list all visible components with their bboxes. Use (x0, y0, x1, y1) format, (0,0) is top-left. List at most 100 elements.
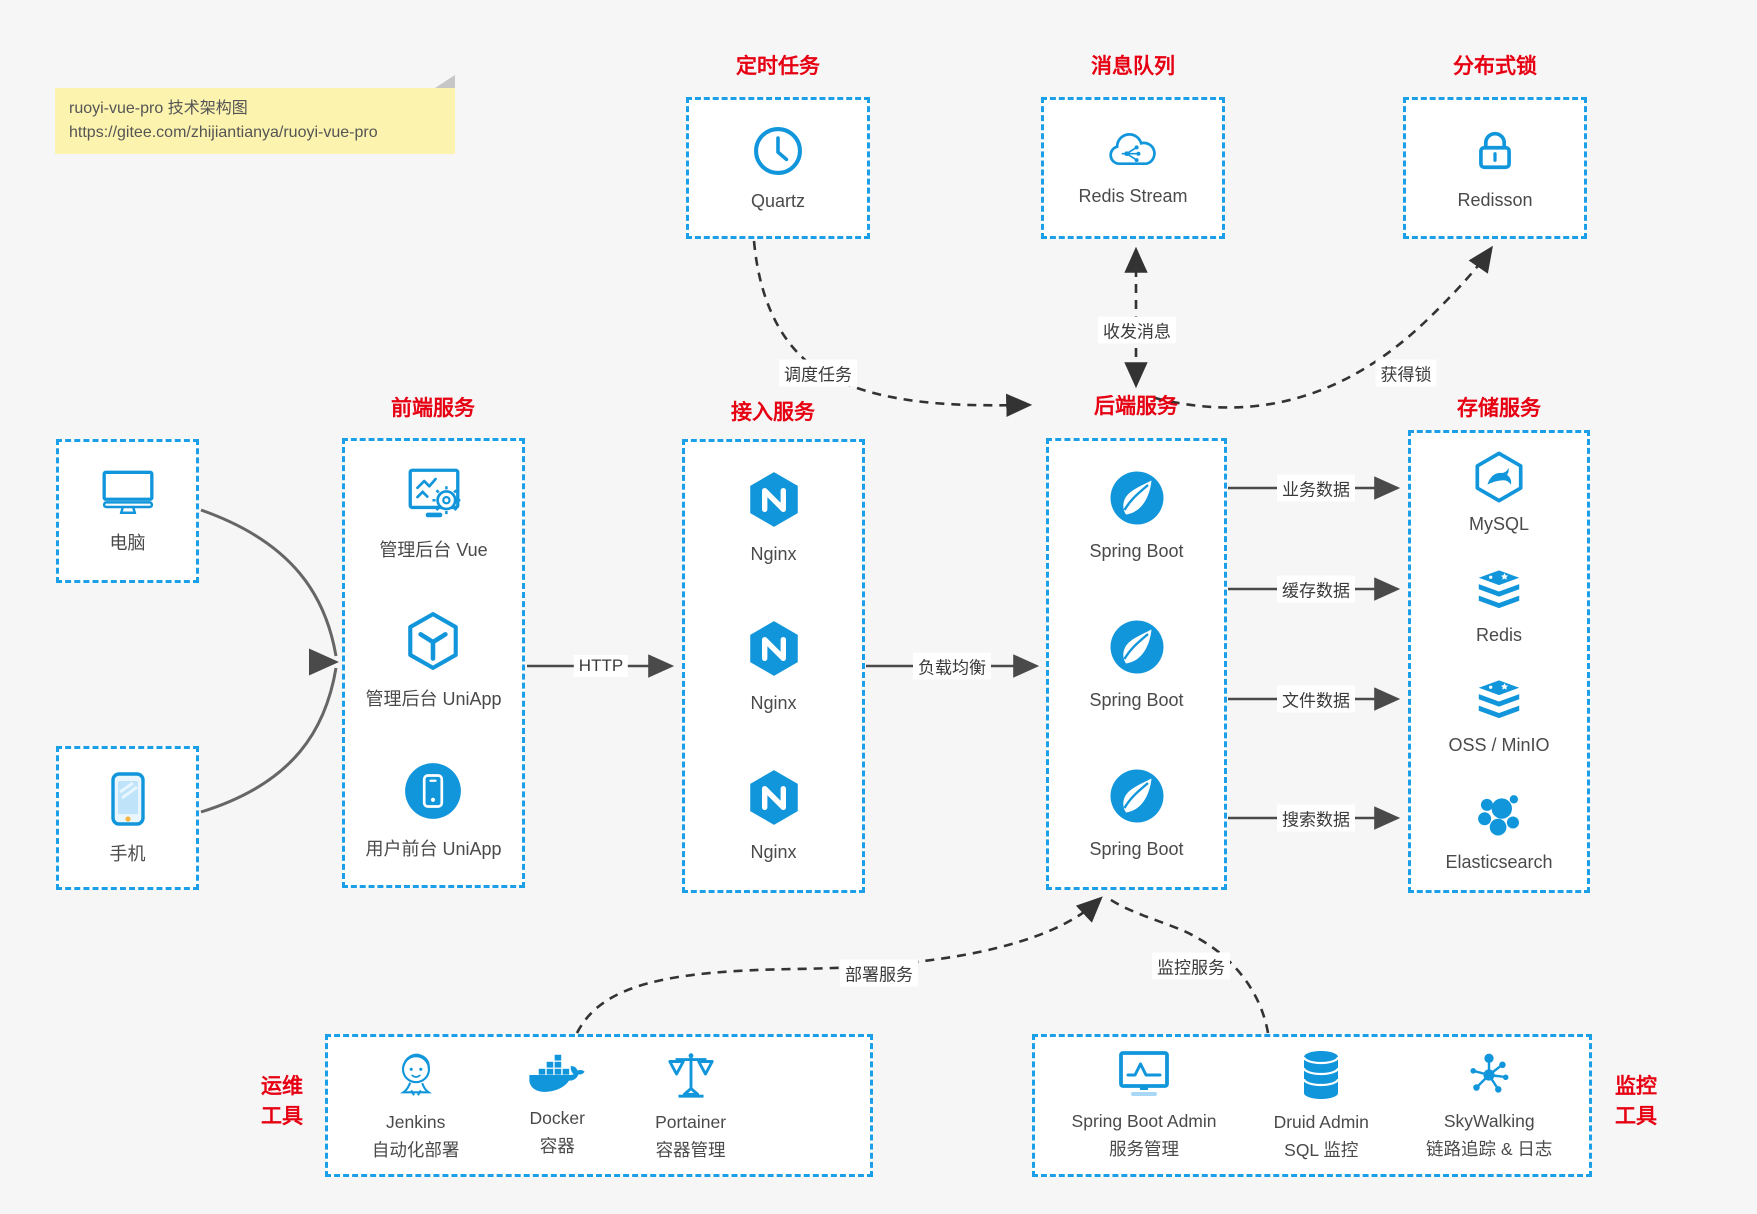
edge-label-acquire-lock: 获得锁 (1375, 359, 1437, 387)
sticky-note-title: ruoyi-vue-pro 技术架构图 (69, 100, 248, 117)
edge-label-file-data: 文件数据 (1277, 685, 1355, 713)
database-icon (1297, 1048, 1345, 1107)
nginx-icon (746, 767, 802, 834)
clock-icon (751, 124, 805, 183)
node-docker: Docker 容器 (527, 1052, 587, 1160)
box-phone: 手机 (56, 746, 199, 890)
box-storage: MySQL Redis OSS / MinIO Elasticsearch (1408, 430, 1590, 893)
node-desc: 自动化部署 (371, 1140, 460, 1160)
node-desc: 容器管理 (655, 1140, 726, 1160)
node-redis-stream: Redis Stream (1078, 129, 1188, 207)
node-label: Spring Boot (1089, 689, 1184, 710)
box-gateway: Nginx Nginx Nginx (682, 439, 865, 893)
side-label-ops: 运维 工具 (250, 1072, 314, 1133)
node-label: Spring Boot (1089, 541, 1184, 562)
node-jenkins: Jenkins 自动化部署 (371, 1048, 460, 1164)
spring-leaf-icon (1107, 766, 1167, 831)
node-label: 手机 (109, 843, 146, 864)
edge-label-deploy-service: 部署服务 (840, 959, 918, 987)
node-label: MySQL (1468, 513, 1529, 534)
node-label: Nginx (750, 543, 797, 564)
node-springboot-1: Spring Boot (1089, 468, 1184, 562)
phone-circle-icon (402, 760, 464, 827)
title-scheduler: 定时任务 (736, 55, 820, 78)
side-label-monitoring: 监控 工具 (1604, 1072, 1668, 1133)
node-admin-uniapp: 管理后台 UniApp (365, 610, 502, 711)
box-redis-stream: Redis Stream (1041, 97, 1225, 239)
title-backend: 后端服务 (1094, 395, 1178, 418)
node-quartz: Quartz (751, 124, 805, 212)
sticky-note-url: https://gitee.com/zhijiantianya/ruoyi-vu… (69, 124, 378, 141)
node-label: Jenkins (385, 1111, 446, 1132)
node-nginx-1: Nginx (746, 469, 802, 565)
node-label: 管理后台 UniApp (365, 689, 502, 710)
admin-screen-gear-icon (403, 465, 465, 528)
node-label: OSS / MinIO (1448, 735, 1550, 756)
elasticsearch-cluster-icon (1473, 790, 1525, 847)
edge-acquire-lock (1154, 245, 1493, 409)
spring-leaf-icon (1107, 617, 1167, 682)
box-quartz: Quartz (686, 97, 870, 239)
box-frontend: 管理后台 Vue 管理后台 UniApp 用户前台 UniApp (342, 438, 525, 888)
node-portainer: Portainer 容器管理 (655, 1048, 726, 1164)
node-computer: 电脑 (99, 468, 157, 555)
redis-stack-icon (1473, 569, 1525, 620)
node-desc: 服务管理 (1109, 1139, 1180, 1159)
node-elasticsearch: Elasticsearch (1445, 790, 1553, 873)
network-nodes-icon (1463, 1049, 1515, 1106)
node-druid-admin: Druid Admin SQL 监控 (1274, 1048, 1369, 1164)
edge-deploy-service (575, 896, 1103, 1034)
node-spring-boot-admin: Spring Boot Admin 服务管理 (1072, 1049, 1217, 1163)
node-desc: 容器 (539, 1136, 575, 1156)
node-label: Quartz (750, 191, 806, 211)
node-label: Redis (1475, 624, 1523, 645)
box-monitoring-tools: Spring Boot Admin 服务管理 Druid Admin SQL 监… (1032, 1034, 1592, 1177)
edge-computer-to-frontend (200, 508, 338, 657)
box-computer: 电脑 (56, 439, 199, 583)
edge-label-load-balance: 负载均衡 (913, 652, 991, 680)
node-label: Redis Stream (1078, 186, 1188, 206)
node-desc: SQL 监控 (1284, 1140, 1359, 1160)
node-label: Spring Boot (1089, 838, 1184, 859)
node-label: 管理后台 Vue (379, 540, 488, 561)
edge-label-send-receive-message: 收发消息 (1098, 316, 1176, 344)
node-label: Spring Boot Admin (1071, 1110, 1217, 1131)
spring-leaf-icon (1107, 468, 1167, 533)
node-redisson: Redisson (1457, 125, 1533, 211)
box-redisson: Redisson (1403, 97, 1587, 239)
jenkins-icon (391, 1048, 441, 1107)
node-skywalking: SkyWalking 链路追踪 & 日志 (1426, 1049, 1552, 1163)
sticky-note: ruoyi-vue-pro 技术架构图 https://gitee.com/zh… (55, 75, 455, 154)
nginx-icon (746, 469, 802, 536)
edge-phone-to-frontend (200, 667, 338, 814)
edge-label-search-data: 搜索数据 (1277, 804, 1355, 832)
title-mq: 消息队列 (1091, 55, 1175, 78)
side-label-monitoring-line1: 监控 (1615, 1075, 1657, 1098)
lock-icon (1469, 125, 1521, 182)
side-label-ops-line2: 工具 (261, 1105, 303, 1129)
title-frontend: 前端服务 (391, 397, 475, 420)
title-storage: 存储服务 (1457, 397, 1541, 420)
title-gateway: 接入服务 (731, 401, 815, 424)
node-springboot-3: Spring Boot (1089, 766, 1184, 860)
node-nginx-2: Nginx (746, 618, 802, 714)
nginx-icon (746, 618, 802, 685)
mysql-icon (1472, 450, 1526, 509)
node-label: 电脑 (109, 532, 146, 553)
node-label: Docker (529, 1107, 585, 1128)
scales-icon (664, 1048, 718, 1107)
node-label: Nginx (750, 692, 797, 713)
node-admin-vue: 管理后台 Vue (379, 465, 488, 562)
edge-label-schedule-task: 调度任务 (779, 359, 857, 387)
node-label: Portainer (655, 1111, 727, 1132)
cloud-stream-icon (1104, 129, 1162, 178)
storage-stack-icon (1473, 679, 1525, 730)
computer-icon (99, 468, 157, 521)
edge-label-http: HTTP (573, 655, 629, 677)
box-ops-tools: Jenkins 自动化部署 Docker 容器 Portainer 容器管理 (325, 1034, 873, 1177)
cube-icon (404, 610, 462, 677)
smartphone-icon (106, 771, 150, 832)
node-redis: Redis (1473, 569, 1525, 646)
node-phone: 手机 (106, 771, 150, 866)
